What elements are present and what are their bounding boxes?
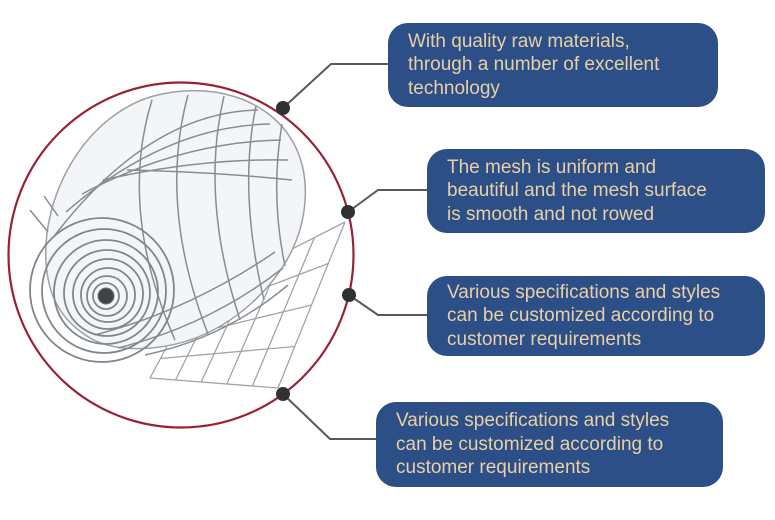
wire-mesh-roll-image [29,90,346,389]
roll-spiral-end [29,217,175,363]
callout-4-line-2: can be customized according to [396,433,664,455]
callout-box-2: The mesh is uniform and beautiful and th… [427,149,765,233]
callout-1-line-2: through a number of excellent [408,54,660,76]
callout-box-3: Various specifications and styles can be… [427,276,765,356]
connector-dots [276,101,356,401]
callout-1-line-1: With quality raw materials, [408,30,630,52]
callout-2-line-2: beautiful and the mesh surface [447,180,707,202]
callout-4-line-1: Various specifications and styles [396,410,670,432]
callout-4-line-3: customer requirements [396,457,591,479]
connector-line-1 [282,63,389,109]
connector-line-4 [282,393,377,440]
connector-dot-4-icon [276,387,290,401]
connector-dot-3-icon [342,288,356,302]
connector-line-3 [348,294,428,316]
callout-2-line-1: The mesh is uniform and [447,156,657,178]
connector-dot-1-icon [276,101,290,115]
product-circle-frame [7,81,355,429]
callout-box-1: With quality raw materials, through a nu… [388,23,718,107]
callout-3-line-3: customer requirements [447,328,642,350]
callout-box-4: Various specifications and styles can be… [376,402,723,487]
connector-line-2 [347,189,428,213]
callout-1-line-3: technology [408,77,500,99]
callout-3-line-2: can be customized according to [447,305,715,327]
connector-dot-2-icon [341,205,355,219]
callout-2-line-3: is smooth and not rowed [447,203,655,225]
callout-3-line-1: Various specifications and styles [447,281,721,303]
connector-lines [282,63,428,440]
